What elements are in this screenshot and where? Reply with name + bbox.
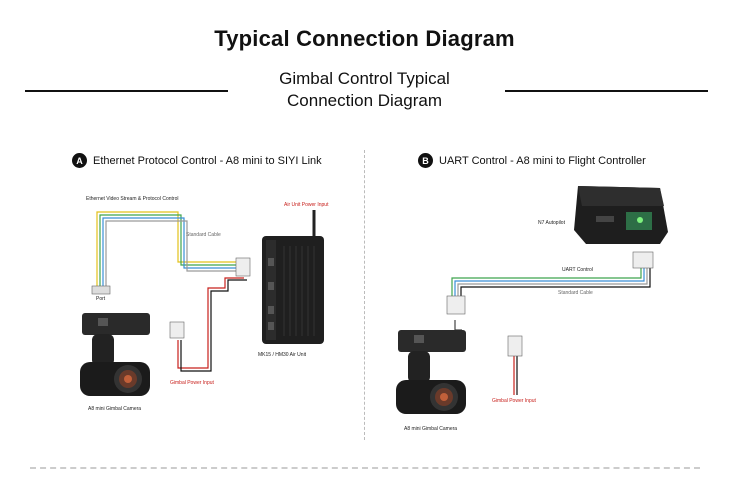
air-unit-device xyxy=(262,236,324,344)
label-gimbal-power-b: Gimbal Power Input xyxy=(492,398,536,404)
label-gimbal-power-a: Gimbal Power Input xyxy=(170,380,214,386)
autopilot-uart-connector xyxy=(632,251,654,269)
label-standard-cable-a: Standard Cable xyxy=(186,232,221,238)
gimbal-camera-b xyxy=(396,330,466,414)
header-rule-right xyxy=(505,90,708,92)
section-b-heading: B UART Control - A8 mini to Flight Contr… xyxy=(418,153,646,168)
label-camera-b: A8 mini Gimbal Camera xyxy=(404,426,458,432)
air-unit-connector xyxy=(235,257,251,277)
section-a-badge: A xyxy=(72,153,87,168)
uart-cable-b xyxy=(451,266,651,331)
gimbal-power-connector-b xyxy=(507,335,523,357)
camera-uart-connector xyxy=(446,295,466,315)
header-rule-left xyxy=(25,90,228,92)
power-cable-b xyxy=(513,356,518,395)
label-air-unit: MK15 / HM30 Air Unit xyxy=(258,352,307,358)
section-b-title: UART Control - A8 mini to Flight Control… xyxy=(439,154,646,167)
section-a-title: Ethernet Protocol Control - A8 mini to S… xyxy=(93,154,322,167)
label-autopilot: N7 Autopilot xyxy=(538,220,565,226)
subtitle-line-1: Gimbal Control Typical xyxy=(279,69,450,88)
subtitle-line-2: Connection Diagram xyxy=(287,91,442,110)
label-uart: UART Control xyxy=(562,267,593,273)
page-subtitle: Gimbal Control Typical Connection Diagra… xyxy=(200,68,529,112)
label-air-power: Air Unit Power Input xyxy=(284,202,329,208)
section-b-badge: B xyxy=(418,153,433,168)
label-standard-cable-b: Standard Cable xyxy=(558,290,593,296)
gimbal-power-connector-a xyxy=(169,321,185,339)
ethernet-cable-a xyxy=(96,211,238,290)
label-camera-a: A8 mini Gimbal Camera xyxy=(88,406,142,412)
footer-divider xyxy=(30,467,700,469)
section-divider xyxy=(364,150,365,440)
section-a-heading: A Ethernet Protocol Control - A8 mini to… xyxy=(72,153,322,168)
gimbal-camera-a xyxy=(80,313,150,396)
label-port: Port xyxy=(96,296,106,302)
port-connector xyxy=(91,285,111,295)
page-title: Typical Connection Diagram xyxy=(214,26,515,51)
label-stream: Ethernet Video Stream & Protocol Control xyxy=(86,196,179,202)
autopilot-device xyxy=(574,186,668,244)
power-cable-a xyxy=(177,210,316,372)
